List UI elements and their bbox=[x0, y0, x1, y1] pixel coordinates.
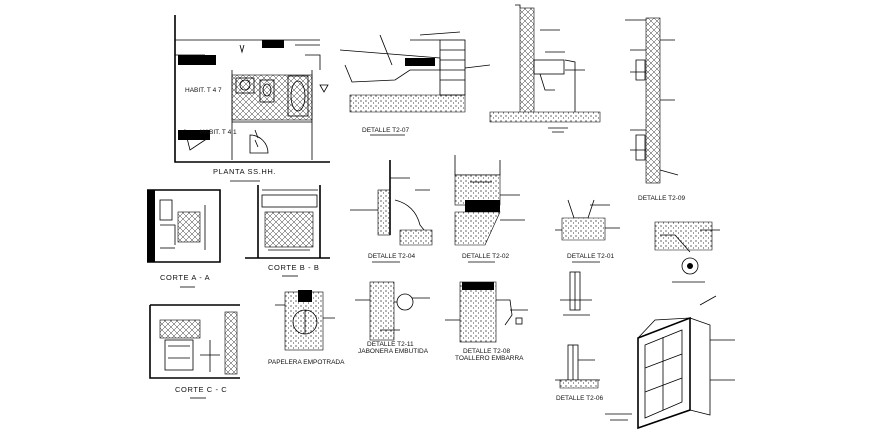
room-label-top: HABIT. T 4 7 bbox=[185, 87, 222, 94]
detail-t2-11-label: DETALLE T2-11 bbox=[367, 341, 414, 348]
detail-t2-11: DETALLE T2-11 JABONERA EMBUTIDA bbox=[355, 281, 430, 355]
detail-t2-02-label: DETALLE T2-02 bbox=[462, 253, 509, 260]
pipe-detail bbox=[560, 271, 592, 316]
papelera-label: PAPELERA EMPOTRADA bbox=[268, 359, 345, 366]
detail-t2-01: DETALLE T2-01 bbox=[555, 199, 620, 263]
detail-t2-09: DETALLE T2-09 bbox=[625, 17, 685, 202]
window-isometric-detail bbox=[605, 295, 735, 430]
floor-plan: HABIT. T 4 7 HABIT. T 4 1 PLANTA SS.HH. bbox=[174, 15, 330, 182]
detail-t2-04-label: DETALLE T2-04 bbox=[368, 253, 415, 260]
detail-t2-11-sub: JABONERA EMBUTIDA bbox=[358, 348, 429, 355]
detail-t2-04: DETALLE T2-04 bbox=[350, 160, 433, 263]
detail-t2-07-label: DETALLE T2-07 bbox=[362, 127, 409, 134]
detail-t2-06-label: DETALLE T2-06 bbox=[556, 395, 603, 402]
room-label-bottom: HABIT. T 4 1 bbox=[200, 129, 237, 136]
section-c-c-label: CORTE C - C bbox=[175, 385, 227, 394]
detail-t2-06: DETALLE T2-06 bbox=[555, 344, 603, 402]
detail-t2-08-label: DETALLE T2-08 bbox=[463, 348, 510, 355]
detail-t2-02: DETALLE T2-02 bbox=[454, 155, 525, 263]
detail-t2-09-label: DETALLE T2-09 bbox=[638, 195, 685, 202]
section-c-c: CORTE C - C bbox=[149, 304, 240, 399]
detail-t2-01-label: DETALLE T2-01 bbox=[567, 253, 614, 260]
papelera-detail: PAPELERA EMPOTRADA bbox=[268, 290, 345, 366]
detail-t2-08: DETALLE T2-08 TOALLERO EMBARRA bbox=[445, 281, 528, 362]
detail-t2-08-sub: TOALLERO EMBARRA bbox=[455, 355, 524, 362]
detail-t2-07: DETALLE T2-07 bbox=[339, 31, 491, 136]
section-b-b: CORTE B - B bbox=[245, 185, 330, 277]
sink-drain-detail bbox=[654, 221, 720, 283]
wall-sink-detail bbox=[489, 4, 601, 133]
section-a-a-label: CORTE A - A bbox=[160, 273, 210, 282]
section-a-a: CORTE A - A bbox=[147, 189, 221, 288]
section-b-b-label: CORTE B - B bbox=[268, 263, 319, 272]
plan-title: PLANTA SS.HH. bbox=[213, 167, 276, 176]
